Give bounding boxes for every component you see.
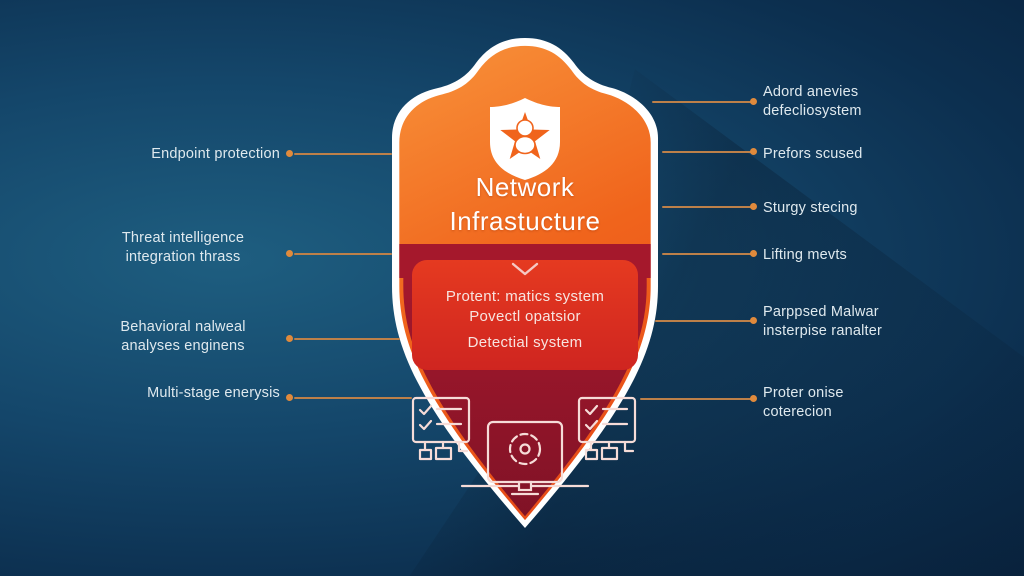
connector-dot	[286, 335, 293, 342]
connector-dot	[286, 394, 293, 401]
connector-line	[662, 206, 752, 208]
panel-text-line3: Detectial system	[467, 334, 583, 351]
connector-line	[294, 253, 392, 255]
connector-line	[662, 151, 752, 153]
connector-dot	[750, 98, 757, 105]
connector-line	[652, 101, 752, 103]
label-endpoint-protection: Endpoint protection	[151, 146, 280, 162]
label-adord-anevies: Adord anevies defecliosystem	[763, 84, 862, 119]
connector-line	[294, 153, 392, 155]
label-proter-onise: Proter onise coterecion	[763, 385, 844, 420]
monitor-scan-icon	[460, 420, 590, 496]
label-lifting-mevts: Lifting mevts	[763, 247, 847, 263]
connector-dot	[750, 317, 757, 324]
label-parppsed-malwar: Parppsed Malwar insterpise ranalter	[763, 304, 883, 339]
shield-title-line1: Network	[475, 172, 575, 202]
connector-dot	[750, 395, 757, 402]
connector-dot	[750, 203, 757, 210]
connector-dot	[286, 150, 293, 157]
connector-dot	[750, 250, 757, 257]
panel-text-line2: Povectl opatsior	[469, 308, 581, 325]
shield-red-panel	[412, 260, 638, 370]
connector-line	[640, 398, 752, 400]
shield-panel-text: Protent: matics system Povectl opatsior …	[386, 287, 664, 353]
label-behavioral-analyses: Behavioral nalweal analyses enginens	[120, 319, 246, 354]
connector-dot	[750, 148, 757, 155]
connector-line	[655, 320, 752, 322]
connector-line	[294, 338, 400, 340]
label-prefors-scused: Prefors scused	[763, 146, 863, 162]
label-threat-intelligence: Threat intelligence integration thrass	[121, 230, 245, 265]
panel-text-line1: Protent: matics system	[445, 288, 605, 305]
label-sturgy-stecing: Sturgy stecing	[763, 200, 858, 216]
connector-dot	[286, 250, 293, 257]
label-multi-stage: Multi-stage enerysis	[147, 385, 280, 401]
shield-title: Network Infrastucture	[386, 170, 664, 238]
connector-line	[294, 397, 412, 399]
shield-graphic	[392, 38, 658, 528]
connector-line	[662, 253, 752, 255]
shield-title-line2: Infrastucture	[449, 206, 601, 236]
chevron-down-icon	[511, 262, 539, 276]
shield-star-icon	[490, 98, 560, 180]
